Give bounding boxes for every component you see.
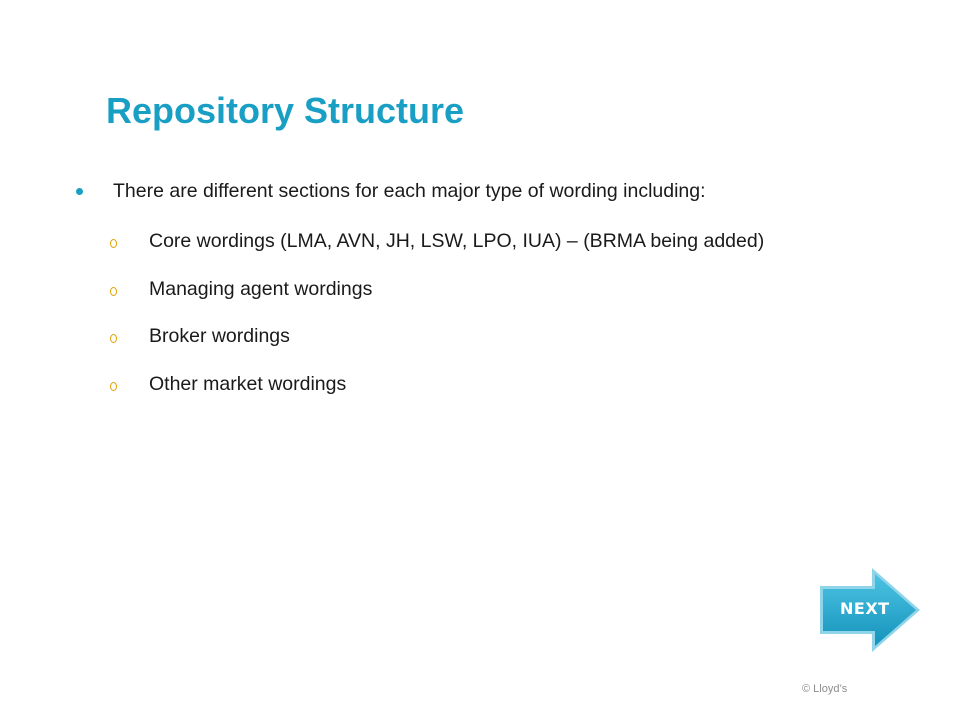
next-label: NEXT — [840, 599, 890, 618]
copyright-text: © Lloyd’s — [802, 683, 848, 695]
bullet-ring-icon — [110, 238, 117, 248]
sub-bullet-item: Broker wordings — [110, 325, 290, 348]
sub-bullet-text: Other market wordings — [149, 373, 347, 395]
bullet-ring-icon — [110, 286, 117, 296]
bullet-dot-icon — [76, 188, 83, 195]
next-button[interactable]: NEXT — [818, 566, 922, 654]
sub-bullet-item: Other market wordings — [110, 373, 346, 396]
sub-bullet-item: Core wordings (LMA, AVN, JH, LSW, LPO, I… — [110, 230, 764, 253]
bullet-text: There are different sections for each ma… — [113, 180, 706, 202]
sub-bullet-text: Core wordings (LMA, AVN, JH, LSW, LPO, I… — [149, 230, 765, 252]
sub-bullet-text: Broker wordings — [149, 325, 290, 347]
right-arrow-next-icon — [820, 568, 920, 652]
bullet-ring-icon — [110, 333, 117, 343]
slide-title: Repository Structure — [106, 90, 465, 131]
bullet-item-main: There are different sections for each ma… — [76, 180, 706, 203]
sub-bullet-text: Managing agent wordings — [149, 278, 373, 300]
sub-bullet-item: Managing agent wordings — [110, 278, 372, 301]
bullet-ring-icon — [110, 381, 117, 391]
